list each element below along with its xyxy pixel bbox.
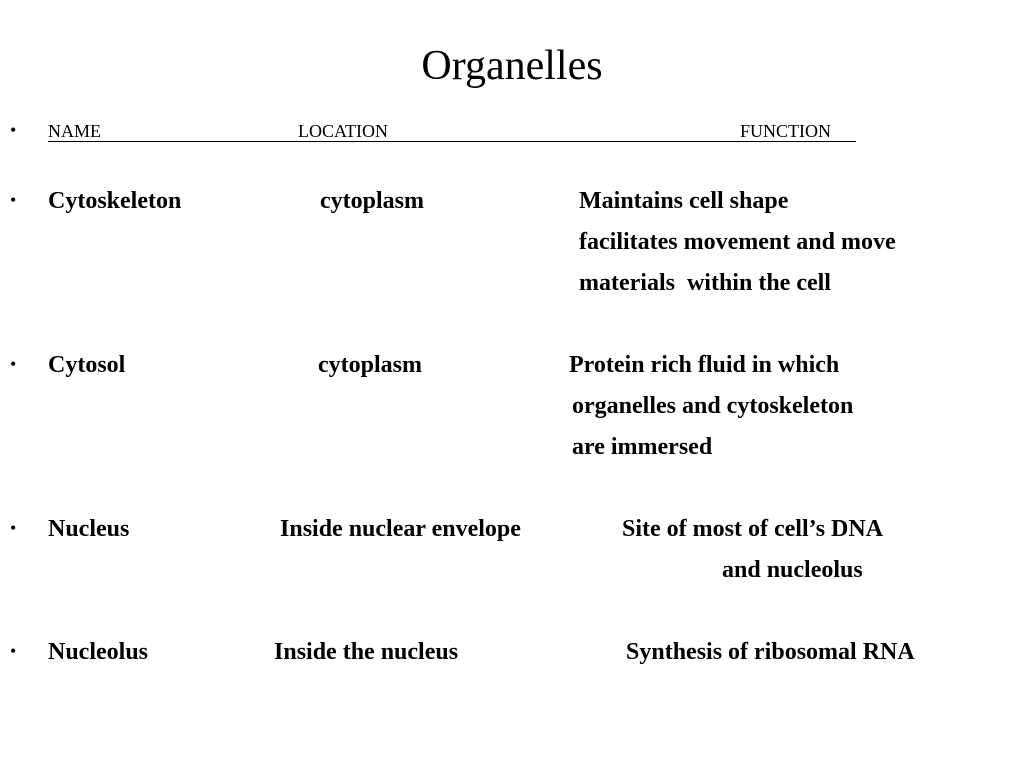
row-function-cytosol-1: Protein rich fluid in which xyxy=(569,352,840,378)
row-location-cytoskeleton: cytoplasm xyxy=(320,188,424,214)
header-name: NAME xyxy=(48,121,101,141)
row-function-cytoskeleton-1: Maintains cell shape xyxy=(579,188,789,214)
row-name-cytoskeleton: Cytoskeleton xyxy=(48,188,182,214)
header-underline xyxy=(48,141,856,142)
row-function-nucleus-2: and nucleolus xyxy=(722,557,863,583)
row-function-cytoskeleton-2: facilitates movement and move xyxy=(579,229,896,255)
row-function-cytoskeleton-3: materials within the cell xyxy=(579,270,831,296)
row-function-nucleus-1: Site of most of cell’s DNA xyxy=(622,516,884,542)
row-location-nucleus: Inside nuclear envelope xyxy=(280,516,521,542)
row-function-cytosol-2: organelles and cytoskeleton xyxy=(572,393,854,419)
row-name-nucleolus: Nucleolus xyxy=(48,639,149,665)
row-name-nucleus: Nucleus xyxy=(48,516,130,542)
bullet-nucleus: • xyxy=(10,518,17,538)
bullet-cytoskeleton: • xyxy=(10,190,17,210)
header-location: LOCATION xyxy=(298,121,388,141)
slide-title: Organelles xyxy=(421,43,603,89)
row-location-cytosol: cytoplasm xyxy=(318,352,422,378)
row-function-nucleolus-1: Synthesis of ribosomal RNA xyxy=(626,639,915,665)
bullet-nucleolus: • xyxy=(10,641,17,661)
row-name-cytosol: Cytosol xyxy=(48,352,126,378)
row-function-cytosol-3: are immersed xyxy=(572,434,713,460)
header-function: FUNCTION xyxy=(740,121,832,141)
bullet-header: • xyxy=(10,120,17,140)
bullet-cytosol: • xyxy=(10,354,17,374)
row-location-nucleolus: Inside the nucleus xyxy=(274,639,459,665)
